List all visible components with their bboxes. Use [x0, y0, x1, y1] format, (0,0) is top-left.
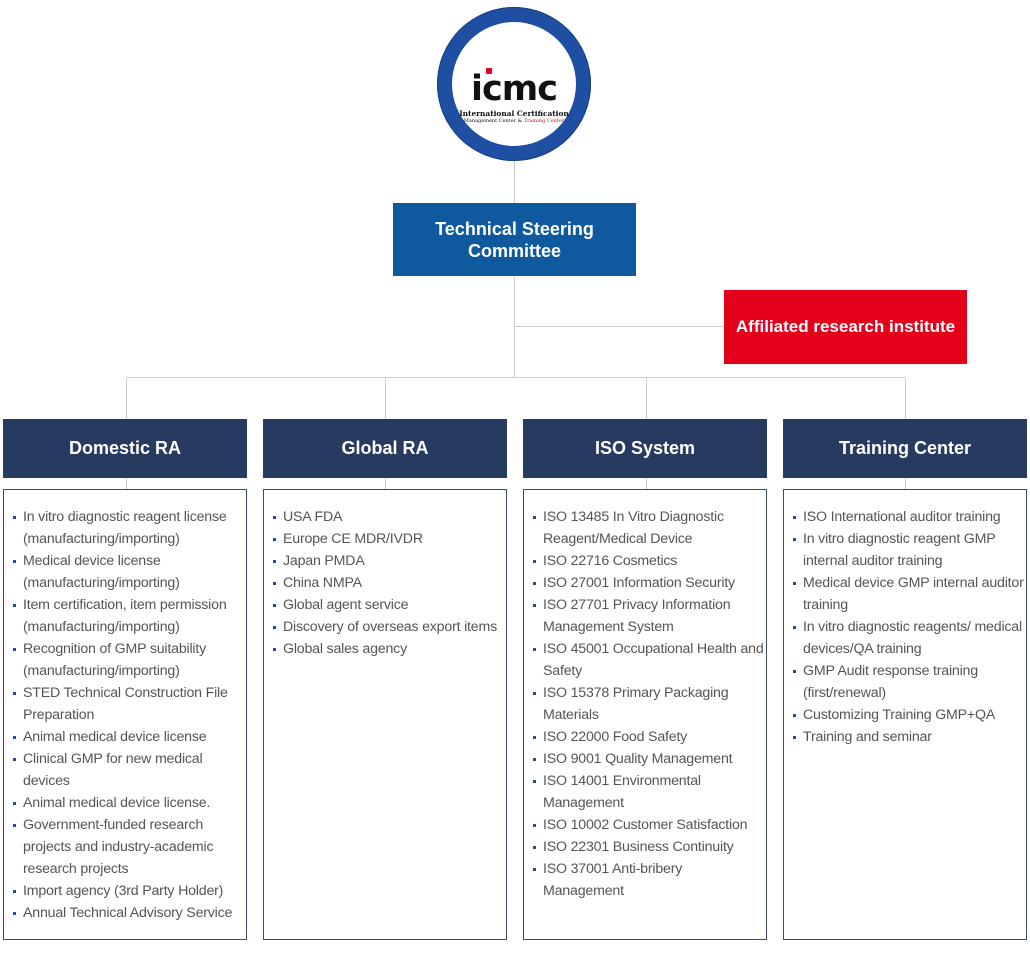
dept-title: ISO System [594, 438, 696, 458]
list-item: ISO 22716 Cosmetics [533, 550, 766, 572]
logo-subtitle-line2-a: Management Center & [463, 118, 523, 124]
list-item: Medical device license (manufacturing/im… [13, 550, 246, 594]
list-item: Japan PMDA [273, 550, 506, 572]
list-item: Customizing Training GMP+QA [793, 704, 1026, 726]
list-item: ISO 22000 Food Safety [533, 726, 766, 748]
list-item: ISO 13485 In Vitro Diagnostic Reagent/Me… [533, 506, 766, 550]
technical-steering-committee-label: Technical Steering Committee [435, 218, 594, 261]
list-item: Annual Technical Advisory Service [13, 902, 246, 924]
affiliated-research-institute-box: Affiliated research institute [724, 290, 967, 364]
logo-red-dot [486, 68, 492, 74]
list-item: In vitro diagnostic reagents/ medical de… [793, 616, 1026, 660]
list-item: ISO 15378 Primary Packaging Materials [533, 682, 766, 726]
dept-header-training-center: Training Center [783, 419, 1027, 478]
dept-header-domestic-ra: Domestic RA [3, 419, 247, 478]
list-item: Import agency (3rd Party Holder) [13, 880, 246, 902]
list-item: Recognition of GMP suitability (manufact… [13, 638, 246, 682]
list-item: Government-funded research projects and … [13, 814, 246, 880]
affiliated-research-institute-label: Affiliated research institute [735, 317, 956, 336]
dept-title: Domestic RA [68, 438, 182, 458]
logo-mark-text: icmc [471, 69, 558, 109]
list-item: ISO 22301 Business Continuity [533, 836, 766, 858]
list-item: Medical device GMP internal auditor trai… [793, 572, 1026, 616]
logo-subtitle-line1: International Certification [459, 109, 569, 118]
list-item: ISO 27701 Privacy Information Management… [533, 594, 766, 638]
list-item: In vitro diagnostic reagent GMP internal… [793, 528, 1026, 572]
dept-header-global-ra: Global RA [263, 419, 507, 478]
list-item: STED Technical Construction File Prepara… [13, 682, 246, 726]
list-item: Training and seminar [793, 726, 1026, 748]
list-item: China NMPA [273, 572, 506, 594]
list-item: Animal medical device license [13, 726, 246, 748]
list-item: ISO 45001 Occupational Health and Safety [533, 638, 766, 682]
technical-steering-committee-box: Technical Steering Committee [393, 203, 636, 276]
dept-list-training-center: ISO International auditor training In vi… [783, 489, 1027, 940]
list-item: ISO 10002 Customer Satisfaction [533, 814, 766, 836]
list-item: USA FDA [273, 506, 506, 528]
dept-title: Training Center [838, 438, 972, 458]
list-item: Clinical GMP for new medical devices [13, 748, 246, 792]
list-item: ISO 9001 Quality Management [533, 748, 766, 770]
list-item: ISO International auditor training [793, 506, 1026, 528]
list-item: Global agent service [273, 594, 506, 616]
list-item: Europe CE MDR/IVDR [273, 528, 506, 550]
list-item: Item certification, item permission (man… [13, 594, 246, 638]
dept-header-iso-system: ISO System [523, 419, 767, 478]
dept-list-iso-system: ISO 13485 In Vitro Diagnostic Reagent/Me… [523, 489, 767, 940]
logo-subtitle-line2: Management Center & Training Center [452, 119, 576, 124]
dept-list-domestic-ra: In vitro diagnostic reagent license (man… [3, 489, 247, 940]
list-item: ISO 14001 Environmental Management [533, 770, 766, 814]
list-item: Animal medical device license. [13, 792, 246, 814]
list-item: Discovery of overseas export items [273, 616, 506, 638]
dept-list-global-ra: USA FDA Europe CE MDR/IVDR Japan PMDA Ch… [263, 489, 507, 940]
list-item: GMP Audit response training (first/renew… [793, 660, 1026, 704]
dept-title: Global RA [341, 438, 429, 458]
list-item: ISO 27001 Information Security [533, 572, 766, 594]
logo-subtitle-line2-b: Training Center [523, 118, 565, 124]
icmc-logo: icmc International Certification Managem… [437, 7, 591, 161]
list-item: In vitro diagnostic reagent license (man… [13, 506, 246, 550]
logo-wordmark: icmc [452, 68, 576, 109]
list-item: ISO 37001 Anti-bribery Management [533, 858, 766, 902]
list-item: Global sales agency [273, 638, 506, 660]
logo-inner-circle: icmc International Certification Managem… [452, 22, 576, 146]
